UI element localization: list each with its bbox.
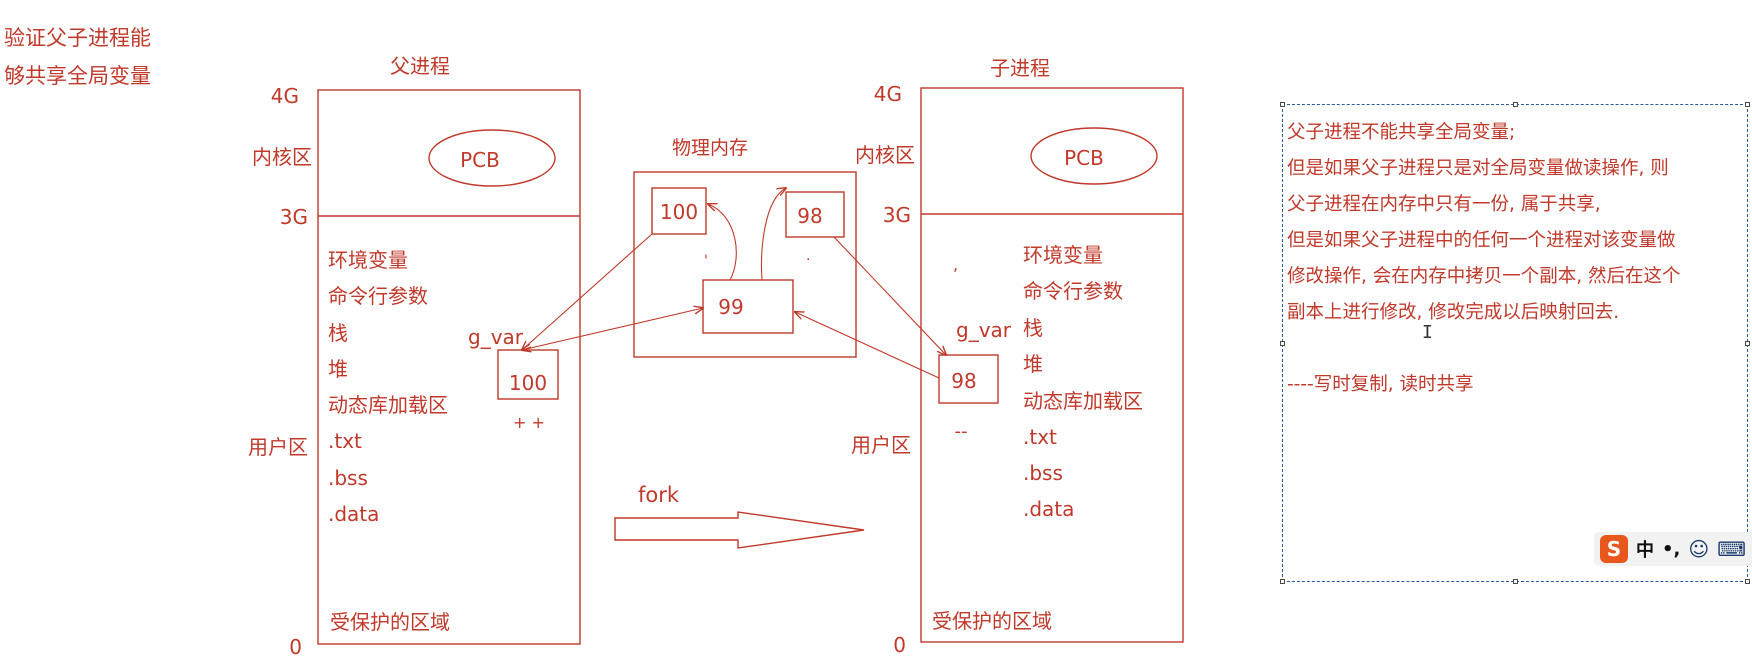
- parent-var-name: g_var: [468, 325, 524, 349]
- parent-segment-heap: 堆: [328, 357, 348, 381]
- parent-kernel-label: 内核区: [252, 145, 312, 169]
- keyboard-icon[interactable]: ⌨: [1717, 537, 1747, 561]
- arrow-memory-to-parent-var: [522, 233, 653, 350]
- child-var-name: g_var: [956, 318, 1012, 342]
- child-protected-region: 受保护的区域: [932, 609, 1052, 633]
- note-line-3: 父子进程在内存中只有一份, 属于共享,: [1287, 194, 1601, 215]
- parent-segment-data: .data: [328, 502, 379, 526]
- parent-segment-shlib: 动态库加载区: [328, 393, 448, 417]
- child-var-value: 98: [951, 369, 976, 393]
- fork-block-arrow: [614, 511, 865, 549]
- parent-label-0: 0: [289, 635, 302, 659]
- parent-segment-bss: .bss: [328, 466, 368, 490]
- ime-mode-toggle[interactable]: 中: [1636, 540, 1654, 561]
- note-line-1: 父子进程不能共享全局变量;: [1287, 122, 1516, 143]
- child-segment-heap: 堆: [1023, 352, 1043, 376]
- child-pcb-label: PCB: [1064, 146, 1104, 170]
- smiley-icon[interactable]: ☺: [1688, 537, 1710, 561]
- child-kernel-label: 内核区: [855, 143, 915, 167]
- stray-mark: ': [704, 253, 708, 269]
- resize-handle-top-left[interactable]: [1280, 102, 1285, 107]
- child-pcb-ellipse: [1030, 127, 1158, 185]
- child-segment-stack: 栈: [1023, 316, 1043, 340]
- arrow-right-cell-to-child-var: [833, 236, 946, 355]
- physical-memory-box: [633, 171, 857, 358]
- parent-segment-stack: 栈: [328, 321, 348, 345]
- parent-pcb-label: PCB: [460, 148, 500, 172]
- resize-handle-top[interactable]: [1513, 102, 1518, 107]
- child-segment-shlib: 动态库加载区: [1023, 389, 1143, 413]
- parent-title: 父进程: [390, 54, 450, 78]
- parent-segment-args: 命令行参数: [328, 284, 428, 308]
- physical-memory-title: 物理内存: [672, 137, 748, 159]
- explanation-textbox[interactable]: 父子进程不能共享全局变量; 但是如果父子进程只是对全局变量做读操作, 则 父子进…: [1282, 104, 1748, 582]
- page-title-line-1: 验证父子进程能: [4, 26, 151, 50]
- memory-cell-middle-value: 99: [718, 295, 743, 319]
- ime-toolbar[interactable]: S 中 •, ☺ ⌨: [1594, 532, 1752, 566]
- parent-label-4g: 4G: [271, 84, 299, 108]
- ime-punctuation-toggle[interactable]: •,: [1662, 538, 1681, 560]
- resize-handle-top-right[interactable]: [1745, 102, 1750, 107]
- child-process: 子进程 4G 内核区 3G 用户区 0 PCB 环境变量 命令行参数 栈 堆 动…: [851, 56, 1184, 657]
- resize-handle-left[interactable]: [1280, 341, 1285, 346]
- physical-memory: 物理内存 100 98 99: [633, 137, 857, 358]
- parent-address-space-box: [317, 89, 581, 645]
- parent-protected-region: 受保护的区域: [330, 610, 450, 634]
- memory-cell-middle: [702, 279, 794, 334]
- text-cursor-icon: I: [1422, 322, 1433, 343]
- note-summary: ----写时复制, 读时共享: [1287, 374, 1474, 395]
- note-spacer: [1287, 331, 1743, 367]
- note-line-4: 但是如果父子进程中的任何一个进程对该变量做: [1287, 230, 1676, 251]
- resize-handle-bottom-left[interactable]: [1280, 579, 1285, 584]
- fork-arrow: fork: [614, 483, 865, 549]
- stray-mark: ·: [806, 252, 810, 268]
- arrow-parent-var-to-middle: [522, 308, 703, 350]
- child-var-box: [938, 354, 999, 404]
- arrow-middle-to-left-cell: [708, 204, 737, 281]
- memory-cell-right-value: 98: [797, 204, 822, 228]
- child-user-label: 用户区: [851, 433, 911, 457]
- mapping-arrows: ' ·: [522, 188, 946, 379]
- parent-process: 父进程 4G 内核区 3G 用户区 0 PCB 环境变量 命令行参数 栈 堆 动…: [248, 54, 581, 659]
- parent-segment-txt: .txt: [328, 429, 362, 453]
- page-title-line-2: 够共享全局变量: [4, 64, 151, 88]
- parent-user-label: 用户区: [248, 435, 308, 459]
- parent-segment-env: 环境变量: [328, 248, 408, 272]
- ime-logo-icon[interactable]: S: [1600, 535, 1628, 563]
- arrow-middle-to-right-cell: [761, 188, 786, 281]
- parent-label-3g: 3G: [280, 205, 308, 229]
- resize-handle-right[interactable]: [1745, 341, 1750, 346]
- child-address-space-box: [920, 87, 1184, 643]
- child-segment-txt: .txt: [1023, 425, 1057, 449]
- note-line-5: 修改操作, 会在内存中拷贝一个副本, 然后在这个: [1287, 266, 1681, 287]
- child-title: 子进程: [990, 56, 1050, 80]
- parent-pcb-ellipse: [428, 129, 556, 187]
- child-segment-args: 命令行参数: [1023, 279, 1123, 303]
- child-segment-data: .data: [1023, 497, 1074, 521]
- parent-var-value: 100: [509, 371, 547, 395]
- resize-handle-bottom-right[interactable]: [1745, 579, 1750, 584]
- memory-cell-left-value: 100: [660, 200, 698, 224]
- parent-increment-op: + +: [513, 413, 545, 432]
- fork-label: fork: [638, 483, 680, 507]
- note-line-6: 副本上进行修改, 修改完成以后映射回去.: [1287, 302, 1620, 323]
- stray-mark: ,: [953, 255, 958, 274]
- child-segment-bss: .bss: [1023, 461, 1063, 485]
- child-label-0: 0: [893, 633, 906, 657]
- note-line-2: 但是如果父子进程只是对全局变量做读操作, 则: [1287, 158, 1669, 179]
- child-label-3g: 3G: [883, 203, 911, 227]
- memory-cell-right: [785, 191, 845, 238]
- child-decrement-op: --: [955, 421, 968, 442]
- arrow-child-var-to-middle: [795, 312, 940, 379]
- child-segment-env: 环境变量: [1023, 243, 1103, 267]
- resize-handle-bottom[interactable]: [1513, 579, 1518, 584]
- child-label-4g: 4G: [874, 82, 902, 106]
